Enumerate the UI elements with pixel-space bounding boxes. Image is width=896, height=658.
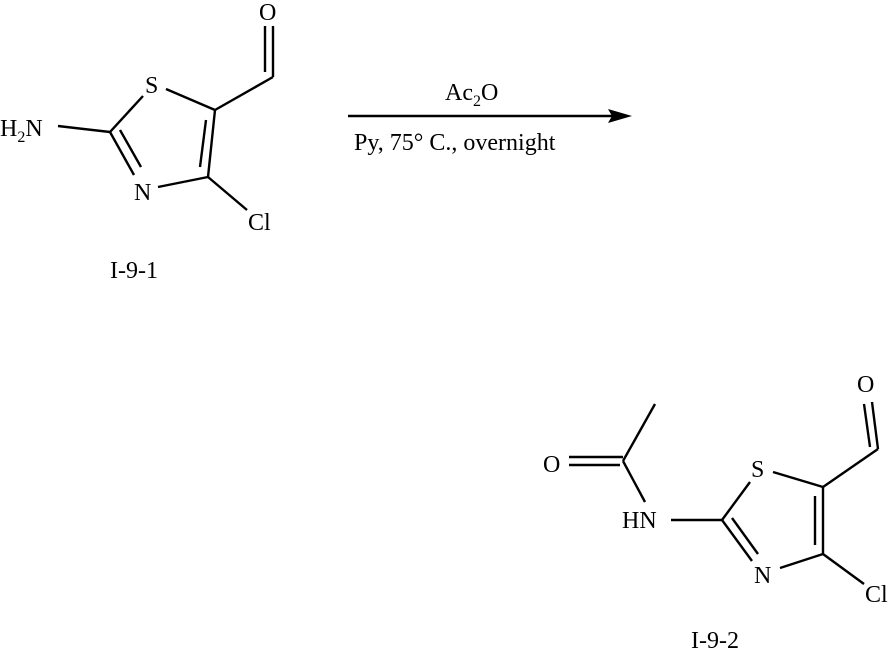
chlorine-label: Cl: [865, 582, 888, 608]
product-structure: O HN S N Cl O: [543, 372, 888, 608]
bond-methyl-carbonyl: [621, 403, 657, 462]
bond-c2-n-inner: [731, 517, 759, 555]
ring-nitrogen-label: N: [754, 563, 771, 589]
amide-oxygen-label: O: [543, 452, 560, 478]
bond-s-c5: [772, 470, 824, 489]
starting-material-structure: H2N S N Cl O: [0, 0, 276, 236]
bond-cho-o: [870, 401, 880, 450]
bond-c4-n: [779, 552, 824, 570]
sulfur-label: S: [751, 457, 764, 483]
reagent-label: Ac2O: [445, 80, 498, 110]
bond-c2-n: [721, 519, 753, 562]
bond-s-c5: [165, 87, 216, 112]
ring-nitrogen-label: N: [134, 180, 151, 206]
arrowhead-icon: [608, 109, 632, 123]
bond-cho-o-inner: [862, 403, 872, 448]
bond-amine-c2: [57, 124, 111, 134]
amine-label: H2N: [0, 116, 43, 146]
bond-carbonyl-nh: [621, 460, 647, 503]
reaction-arrow: [348, 109, 632, 123]
aldehyde-oxygen-label: O: [857, 372, 874, 398]
bond-c5-cho: [214, 75, 274, 112]
bond-c2-s: [109, 95, 144, 133]
bond-c5-cho: [822, 448, 879, 488]
aldehyde-oxygen-label: O: [259, 0, 276, 26]
bond-c4-cl: [822, 553, 865, 585]
bond-c2-n: [108, 131, 136, 176]
bond-c2-s: [721, 481, 751, 521]
bond-c2-n-inner: [118, 129, 143, 168]
sulfur-label: S: [145, 73, 158, 99]
bond-c5-c4: [206, 109, 217, 178]
conditions-label: Py, 75° C., overnight: [354, 130, 556, 156]
chlorine-label: Cl: [248, 210, 271, 236]
bond-c4-cl: [207, 176, 248, 211]
starting-material-id: I-9-1: [110, 258, 158, 284]
bond-c4-n: [157, 175, 209, 189]
product-id: I-9-2: [691, 628, 739, 654]
bond-c5-c4-inner: [198, 119, 208, 168]
amide-nh-label: HN: [622, 508, 657, 534]
